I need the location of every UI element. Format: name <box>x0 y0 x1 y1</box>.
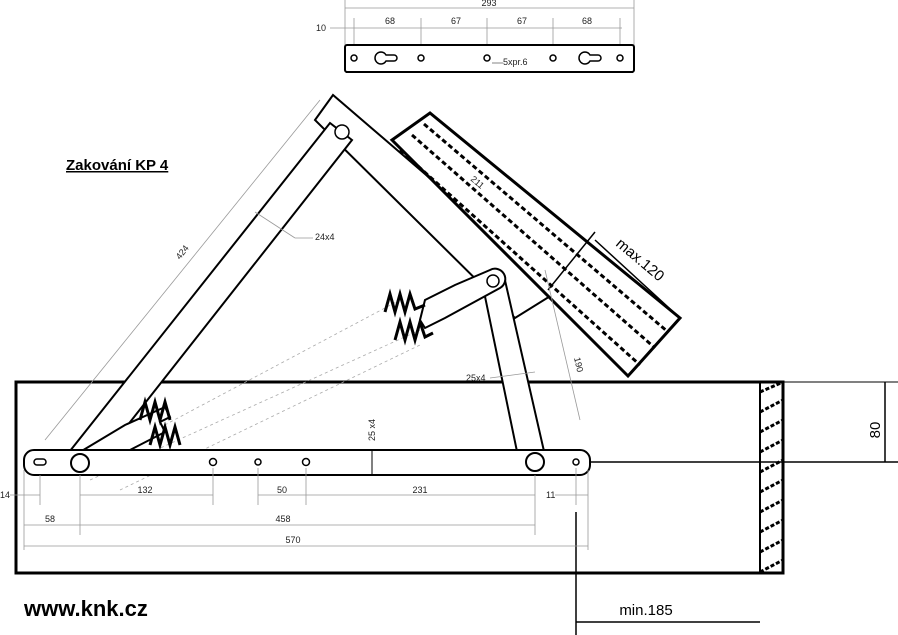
bracket-spacing-1: 68 <box>385 16 395 26</box>
min-clearance-dim: min.185 <box>619 602 672 619</box>
total-length-dim: 570 <box>285 535 300 545</box>
bracket-offset-dim: 10 <box>316 23 326 33</box>
drawing-title: Zakování KP 4 <box>66 157 169 174</box>
base-dimensions: 14 132 50 231 11 58 458 570 <box>0 468 589 550</box>
short-arm-length-dim: 190 <box>572 356 585 373</box>
mounting-bracket: 293 10 68 67 67 68 5xpr.6 <box>316 0 635 73</box>
end-offset-dim: 11 <box>546 490 555 500</box>
bracket-spacing-4: 68 <box>582 16 592 26</box>
dim-132: 132 <box>137 485 152 495</box>
bracket-spacing-2: 67 <box>451 16 461 26</box>
website-label: www.knk.cz <box>23 596 148 621</box>
arm-length-dim: 424 <box>174 243 191 261</box>
base-bar: 25 x4 <box>23 419 591 476</box>
pivot-offset-dim: 58 <box>45 514 55 524</box>
arm-section-dim: 24x4 <box>315 232 335 242</box>
long-arm: 424 24x4 <box>44 99 354 475</box>
dim-50: 50 <box>277 485 287 495</box>
box-wall-hatch <box>759 380 784 574</box>
short-arm-section-dim: 25x4 <box>466 373 486 383</box>
bracket-spacing-3: 67 <box>517 16 527 26</box>
bracket-overall-dim: 293 <box>481 0 496 8</box>
lid-board: 211 <box>389 111 683 379</box>
pivot-span-dim: 458 <box>275 514 290 524</box>
box-height-dim: 80 <box>867 422 884 439</box>
hole-note: 5xpr.6 <box>503 57 528 67</box>
offset-left-dim: 14 <box>0 490 10 500</box>
upper-spring-assembly <box>383 267 507 346</box>
dim-231: 231 <box>412 485 427 495</box>
box-outline <box>14 380 785 575</box>
bar-section-dim: 25 x4 <box>367 419 377 441</box>
